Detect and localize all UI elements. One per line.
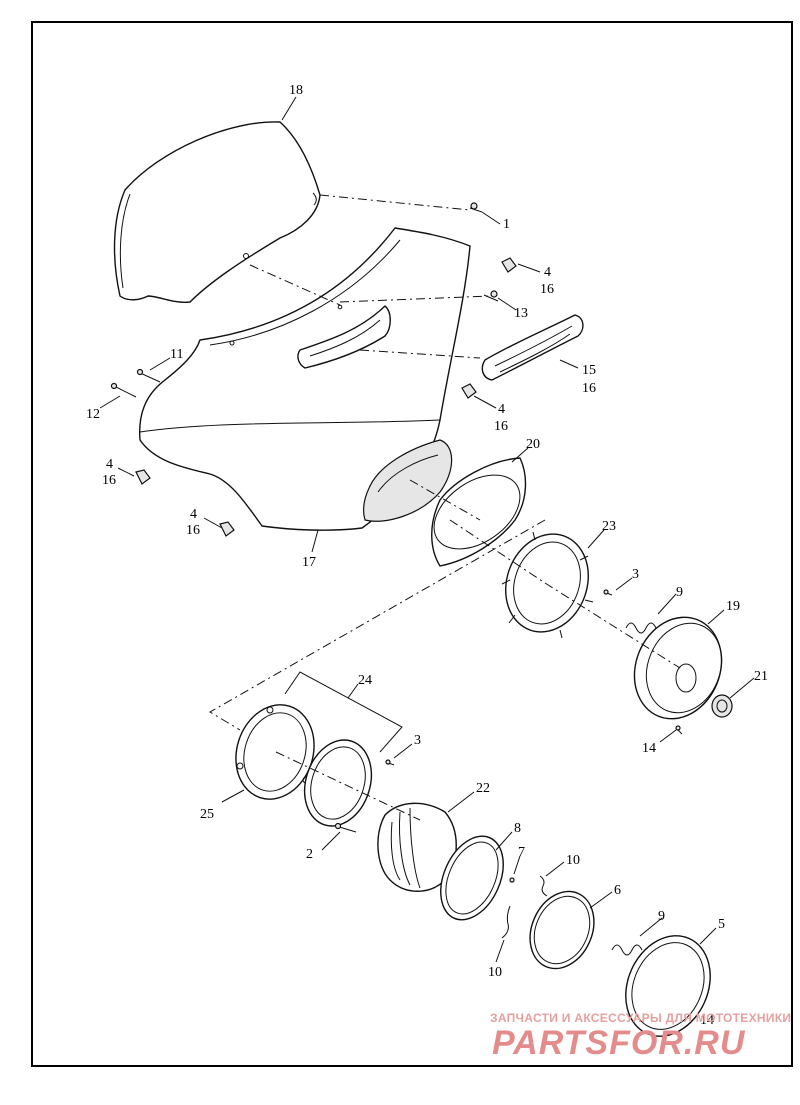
- assembly-lines: [209, 194, 681, 821]
- callout-16: 16: [186, 523, 200, 538]
- callout-1: 1: [503, 217, 510, 232]
- part-trim-ring: [625, 935, 711, 1037]
- part-vent: [481, 314, 584, 381]
- part-gasket-ring: [529, 890, 595, 970]
- part-retaining-ring: [440, 835, 504, 921]
- part-inner-ring: [303, 739, 373, 827]
- callout-leaders: [99, 96, 755, 963]
- callout-23: 23: [602, 519, 616, 534]
- watermark-caption: ЗАПЧАСТИ И АКСЕССУАРЫ ДЛЯ МОТОТЕХНИКИ: [490, 1011, 791, 1025]
- callout-7: 7: [518, 845, 525, 860]
- callout-15: 15: [582, 363, 596, 378]
- callout-6: 6: [614, 883, 621, 898]
- callout-16: 16: [102, 473, 116, 488]
- callout-5: 5: [718, 917, 725, 932]
- callout-25: 25: [200, 807, 214, 822]
- callout-10: 10: [488, 965, 502, 980]
- callout-20: 20: [526, 437, 540, 452]
- callout-3: 3: [632, 567, 639, 582]
- callout-16: 16: [494, 419, 508, 434]
- watermark: ЗАПЧАСТИ И АКСЕССУАРЫ ДЛЯ МОТОТЕХНИКИ PA…: [490, 1011, 791, 1062]
- callout-labels: 18 1 4 16 13 15 16 4 16 11 12 4 16 4 16 …: [86, 83, 768, 1028]
- callout-22: 22: [476, 781, 490, 796]
- watermark-logo: PARTSFOR.RU: [492, 1024, 746, 1062]
- callout-4: 4: [106, 457, 113, 472]
- part-21-nut: [711, 694, 733, 718]
- callout-12: 12: [86, 407, 100, 422]
- part-headlight-shroud: [431, 457, 527, 567]
- callout-18: 18: [289, 83, 303, 98]
- callout-4: 4: [190, 507, 197, 522]
- part-mounting-ring: [501, 531, 594, 639]
- callout-14: 14: [642, 741, 656, 756]
- callout-21: 21: [754, 669, 768, 684]
- callout-9: 9: [658, 909, 665, 924]
- part-19-housing: [633, 616, 723, 720]
- callout-14: 14: [700, 1013, 714, 1028]
- callout-4: 4: [498, 402, 505, 417]
- callout-24: 24: [358, 673, 372, 688]
- callout-9: 9: [676, 585, 683, 600]
- group-bracket-24: [284, 671, 403, 753]
- callout-11: 11: [170, 347, 183, 362]
- part-windshield: [113, 121, 321, 304]
- callout-16: 16: [582, 381, 596, 396]
- callout-10: 10: [566, 853, 580, 868]
- callout-8: 8: [514, 821, 521, 836]
- callout-2: 2: [306, 847, 313, 862]
- part-bracket-ring: [235, 704, 315, 800]
- callout-13: 13: [514, 306, 528, 321]
- callout-4: 4: [544, 265, 551, 280]
- part-fairing: [138, 227, 471, 531]
- callout-3: 3: [414, 733, 421, 748]
- callout-16: 16: [540, 282, 554, 297]
- diagram-frame: [31, 21, 793, 1067]
- hardware-screws-and-clips: [110, 202, 683, 956]
- callout-17: 17: [302, 555, 316, 570]
- callout-19: 19: [726, 599, 740, 614]
